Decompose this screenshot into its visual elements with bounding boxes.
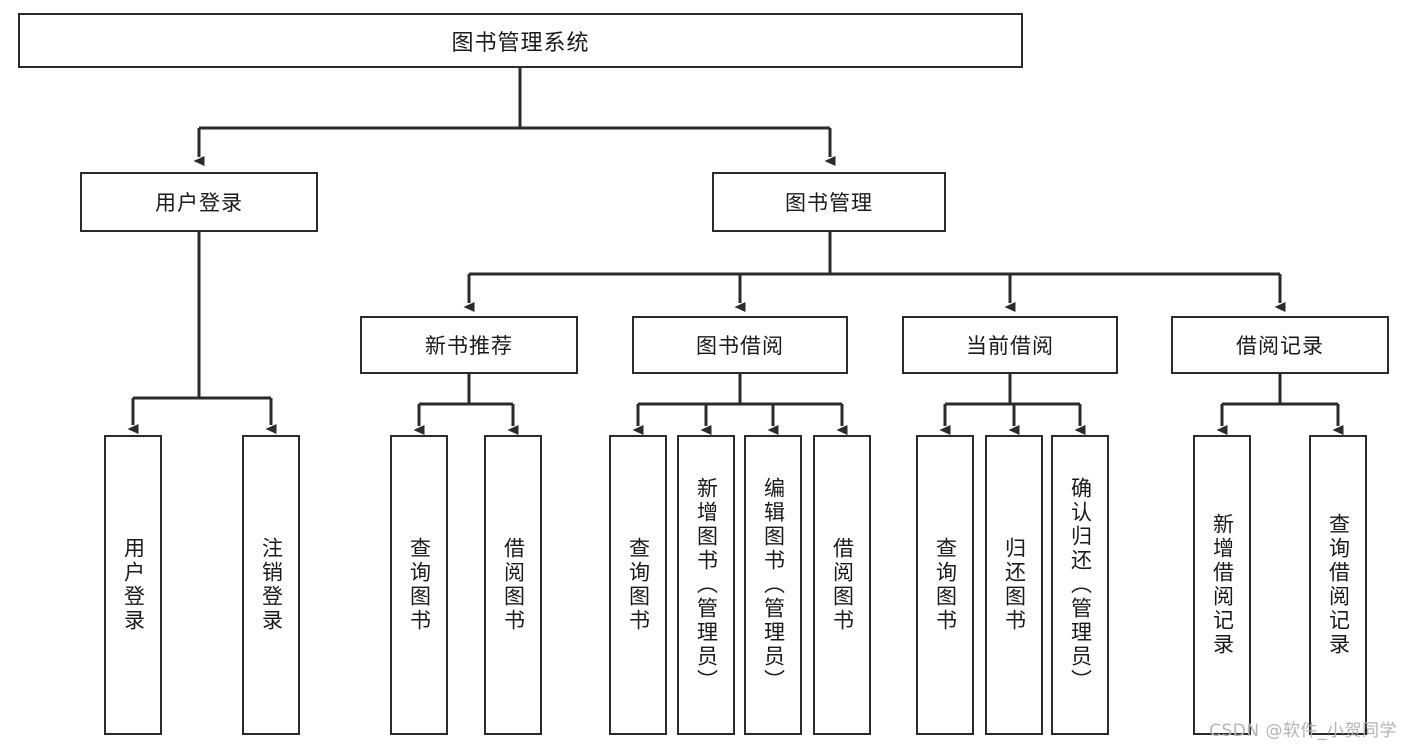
node-label: 当前借阅 xyxy=(966,334,1054,358)
node-label: 用户登录 xyxy=(155,191,243,215)
node-new-book-recommend[interactable]: 新书推荐 xyxy=(360,316,578,374)
node-label: 图书管理系统 xyxy=(451,30,590,56)
node-current-borrow[interactable]: 当前借阅 xyxy=(902,316,1118,374)
node-label: 借阅记录 xyxy=(1236,334,1324,358)
node-book-management[interactable]: 图书管理 xyxy=(712,172,946,232)
node-label: 新增借阅记录 xyxy=(1210,513,1235,657)
node-label: 查询借阅记录 xyxy=(1326,513,1351,657)
node-root-system[interactable]: 图书管理系统 xyxy=(18,13,1023,68)
node-label: 新增图书（管理员） xyxy=(694,477,719,693)
leaf-book-borrow-query-book[interactable]: 查询图书 xyxy=(609,435,667,735)
node-user-login[interactable]: 用户登录 xyxy=(80,172,318,232)
node-label: 图书借阅 xyxy=(696,334,784,358)
leaf-book-borrow-borrow-book[interactable]: 借阅图书 xyxy=(813,435,871,735)
leaf-book-borrow-add-book[interactable]: 新增图书（管理员） xyxy=(677,435,735,735)
node-label: 查询图书 xyxy=(407,537,432,633)
leaf-new-book-query-book[interactable]: 查询图书 xyxy=(390,435,448,735)
watermark-credit: CSDN @软件_小贺同学 xyxy=(1209,721,1397,741)
leaf-current-borrow-confirm-return[interactable]: 确认归还（管理员） xyxy=(1051,435,1109,735)
leaf-new-book-borrow-book[interactable]: 借阅图书 xyxy=(484,435,542,735)
leaf-borrow-record-add-record[interactable]: 新增借阅记录 xyxy=(1193,435,1251,735)
node-label: 编辑图书（管理员） xyxy=(761,477,786,693)
node-label: 查询图书 xyxy=(626,537,651,633)
node-label: 用户登录 xyxy=(121,537,146,633)
leaf-book-borrow-edit-book[interactable]: 编辑图书（管理员） xyxy=(744,435,802,735)
leaf-current-borrow-query-book[interactable]: 查询图书 xyxy=(916,435,974,735)
node-book-borrow[interactable]: 图书借阅 xyxy=(632,316,848,374)
leaf-current-borrow-return-book[interactable]: 归还图书 xyxy=(985,435,1043,735)
node-label: 借阅图书 xyxy=(830,537,855,633)
node-label: 借阅图书 xyxy=(501,537,526,633)
leaf-user-login-logout[interactable]: 注销登录 xyxy=(242,435,300,735)
leaf-user-login-login[interactable]: 用户登录 xyxy=(104,435,162,735)
node-label: 新书推荐 xyxy=(425,334,513,358)
node-label: 归还图书 xyxy=(1002,537,1027,633)
node-label: 图书管理 xyxy=(785,191,873,215)
node-borrow-record[interactable]: 借阅记录 xyxy=(1171,316,1389,374)
leaf-borrow-record-query-record[interactable]: 查询借阅记录 xyxy=(1309,435,1367,735)
node-label: 查询图书 xyxy=(933,537,958,633)
node-label: 注销登录 xyxy=(259,537,284,633)
node-label: 确认归还（管理员） xyxy=(1068,477,1093,693)
